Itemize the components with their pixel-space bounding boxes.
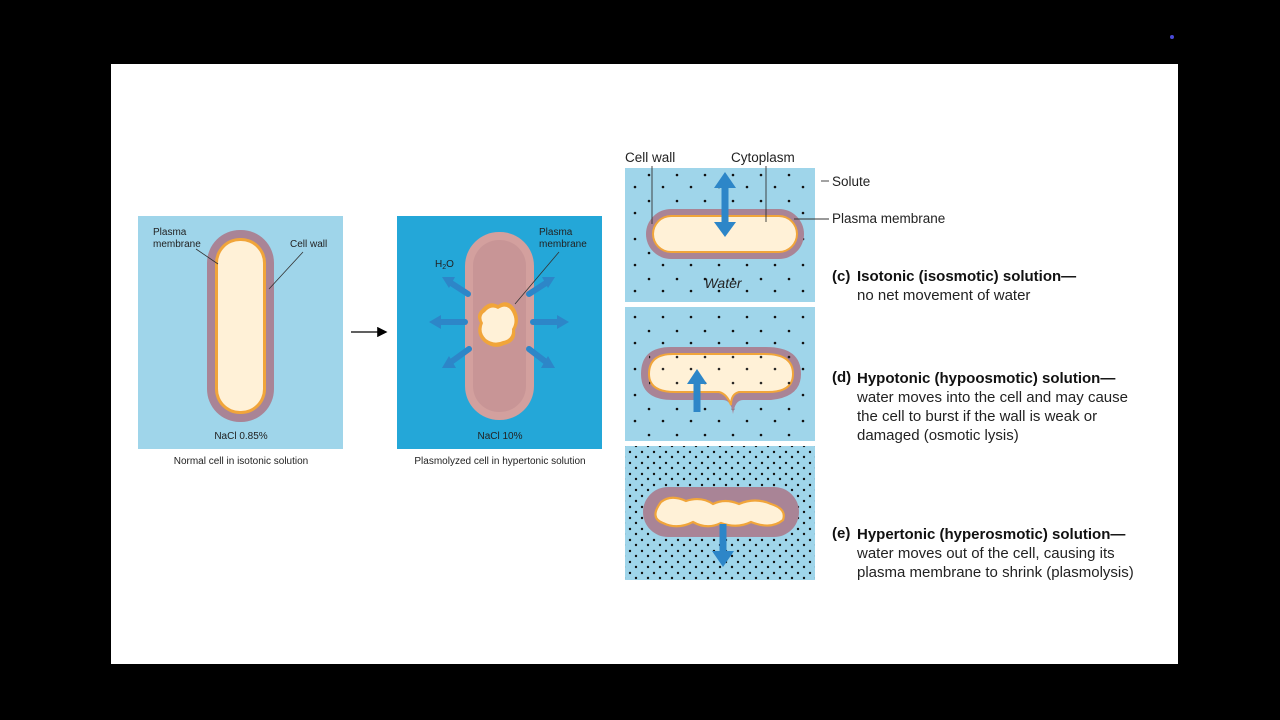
hypertonic-box (625, 446, 815, 580)
solute-label: Solute (832, 174, 870, 189)
water-outflow-arrowheads (429, 277, 569, 368)
caption-title-c: Isotonic (isosmotic) solution— (857, 268, 1076, 285)
caption-line: the cell to burst if the wall is weak or (857, 408, 1097, 425)
caption-letter-e: (e) (832, 525, 850, 542)
normal-cell-panel: Plasma membrane Cell wall NaCl 0.85% Nor… (138, 216, 343, 467)
nacl-label: NaCl 0.85% (214, 431, 267, 442)
cell-wall-label: Cell wall (290, 239, 327, 250)
hypotonic-box (625, 307, 815, 441)
caption-line: damaged (osmotic lysis) (857, 427, 1019, 444)
water-outflow-arrows (436, 280, 562, 365)
caption-line: water moves into the cell and may cause (856, 389, 1128, 406)
plasma-membrane-label-1: Plasma (153, 227, 187, 238)
caption-title-e: Hypertonic (hyperosmotic) solution— (857, 526, 1125, 543)
diagram: Plasma membrane Cell wall NaCl 0.85% Nor… (138, 150, 1134, 581)
caption-hypotonic: (d) Hypotonic (hypoosmotic) solution— wa… (832, 369, 1128, 444)
screen-dot (1170, 35, 1174, 39)
wall-leader-line (268, 251, 304, 290)
caption-title-d: Hypotonic (hypoosmotic) solution— (857, 370, 1115, 387)
water-label: Water (704, 275, 742, 291)
cell-wall-label-right: Cell wall (625, 150, 675, 165)
plasma-membrane-label-4: membrane (539, 239, 587, 250)
slide: Plasma membrane Cell wall NaCl 0.85% Nor… (111, 64, 1178, 664)
cytoplasm-label: Cytoplasm (731, 150, 795, 165)
isotonic-box: Water (625, 168, 815, 302)
caption-line: plasma membrane to shrink (plasmolysis) (857, 564, 1134, 581)
caption-letter-d: (d) (832, 369, 851, 386)
caption-isotonic: (c) Isotonic (isosmotic) solution— no ne… (832, 268, 1076, 304)
plasma-membrane-label-3: Plasma (539, 227, 573, 238)
caption-letter-c: (c) (832, 268, 850, 285)
caption-hypertonic: (e) Hypertonic (hyperosmotic) solution— … (832, 525, 1134, 581)
plasma-membrane-label-right: Plasma membrane (832, 211, 945, 226)
plasma-membrane-label-2: membrane (153, 239, 201, 250)
cytoplasm-shape (218, 241, 263, 411)
shrunken-cytoplasm (481, 306, 515, 343)
caption-line: water moves out of the cell, causing its (856, 545, 1115, 562)
normal-cell-caption: Normal cell in isotonic solution (174, 456, 309, 467)
caption-line: no net movement of water (857, 287, 1030, 304)
plasma-leader-line-2 (514, 251, 560, 305)
nacl-label-2: NaCl 10% (477, 431, 522, 442)
plasmolyzed-cell-caption: Plasmolyzed cell in hypertonic solution (414, 456, 585, 467)
plasma-leader-line (195, 248, 219, 265)
plasmolyzed-cell-panel: Plasma membrane H2O NaCl 10% Plasmolyzed… (397, 216, 602, 467)
h2o-label: H2O (435, 259, 454, 271)
